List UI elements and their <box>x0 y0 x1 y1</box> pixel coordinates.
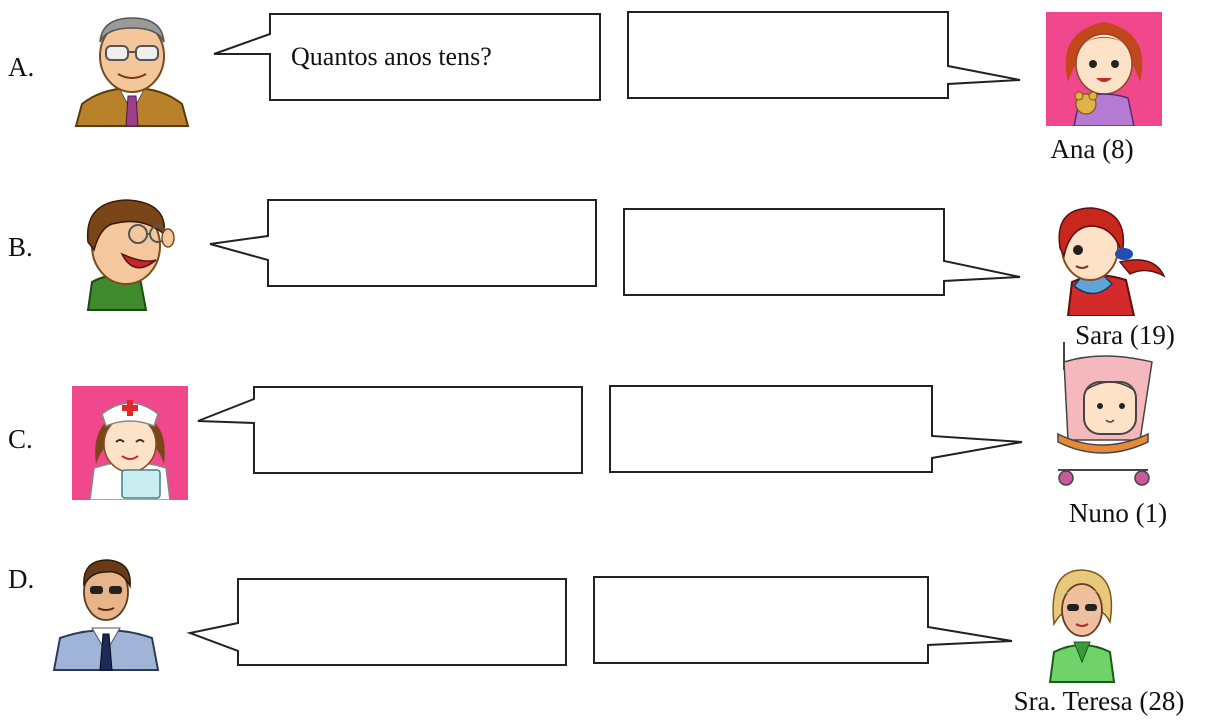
question-bubble-c <box>197 386 583 474</box>
boy-with-glasses-icon <box>86 199 175 311</box>
row-letter-b: B. <box>8 232 33 262</box>
question-bubble-d <box>186 578 567 666</box>
person-name-d: Sra. Teresa (28) <box>1013 686 1185 716</box>
girl-with-teddy-icon <box>1046 12 1162 126</box>
person-name-b: Sara (19) <box>1075 320 1175 350</box>
blonde-woman-icon <box>1048 569 1116 683</box>
old-man-with-glasses-icon <box>74 17 190 127</box>
row-letter-c: C. <box>8 424 33 454</box>
person-name-c: Nuno (1) <box>1068 498 1168 528</box>
person-name-a: Ana (8) <box>1050 134 1134 164</box>
answer-bubble-c <box>609 385 1023 473</box>
question-text-a: Quantos anos tens? <box>291 42 492 71</box>
answer-bubble-d <box>593 576 1013 664</box>
nurse-icon <box>72 386 188 500</box>
red-haired-girl-icon <box>1058 207 1166 316</box>
answer-bubble-a <box>627 11 1021 99</box>
baby-in-stroller-icon <box>1057 342 1153 486</box>
row-letter-a: A. <box>8 52 35 82</box>
question-bubble-a <box>213 13 601 101</box>
businessman-icon <box>52 559 160 671</box>
answer-bubble-b <box>623 208 1021 296</box>
question-bubble-b <box>209 199 597 287</box>
row-letter-d: D. <box>8 564 35 594</box>
